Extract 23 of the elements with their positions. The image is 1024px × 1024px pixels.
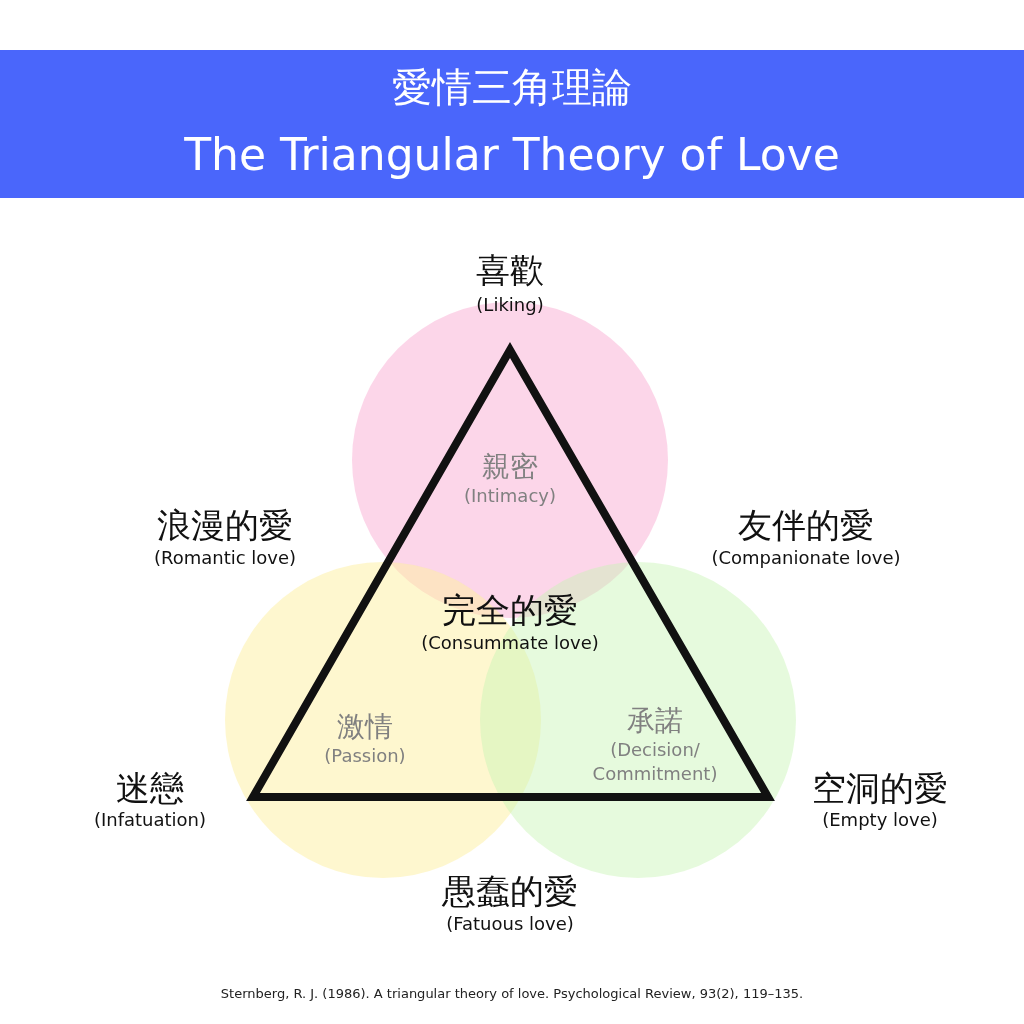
category-label: 迷戀: [116, 768, 184, 808]
title: 愛情三角理論: [391, 63, 633, 112]
category-label: 愚蠢的愛: [442, 871, 578, 911]
circle-label: 親密: [481, 450, 539, 484]
category-translation: (Fatuous love): [446, 913, 574, 935]
category-translation: (Romantic love): [153, 547, 297, 569]
circle-label: 激情: [336, 710, 394, 744]
category-translation: (Companionate love): [711, 547, 901, 569]
category-label: 空洞的愛: [812, 768, 948, 808]
category-translation: (Consummate love): [421, 632, 599, 654]
circle-sublabel: (Intimacy): [463, 484, 557, 508]
category-translation: (Liking): [476, 294, 544, 316]
circle-sublabel: (Decision/ Commitment): [591, 738, 719, 786]
category-translation: (Infatuation): [93, 809, 207, 831]
category-label: 完全的愛: [442, 590, 578, 630]
circle-label: 承諾: [626, 704, 684, 738]
category-label: 友伴的愛: [738, 505, 874, 545]
category-label: 喜歡: [476, 250, 544, 290]
circle-sublabel: (Passion): [323, 744, 407, 768]
subtitle: The Triangular Theory of Love: [183, 128, 841, 182]
category-label: 浪漫的愛: [157, 505, 293, 545]
category-translation: (Empty love): [822, 809, 938, 831]
citation-text: Sternberg, R. J. (1986). A triangular theory of love. Psychological Review, 93(2), 119–135.: [219, 986, 805, 1001]
